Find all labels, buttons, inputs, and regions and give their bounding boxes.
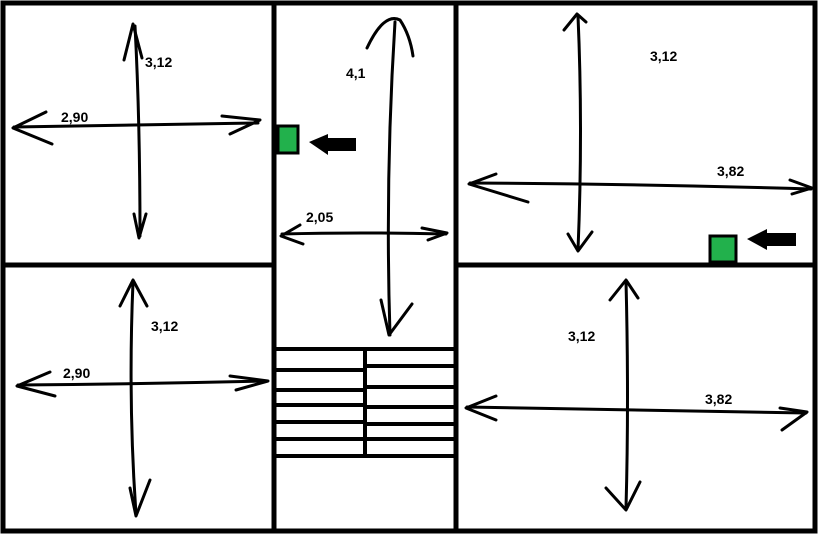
arrow-vertical xyxy=(133,24,142,238)
arrow-horizontal xyxy=(16,379,268,387)
width-label: 2,90 xyxy=(63,365,90,381)
arrow-vertical xyxy=(624,279,629,510)
arrow-vertical xyxy=(386,20,397,337)
width-label: 2,90 xyxy=(61,109,88,125)
door-marker-icon xyxy=(708,234,738,264)
arrow-horizontal xyxy=(12,121,260,129)
width-label: 2,05 xyxy=(306,209,333,225)
arrowhead-up xyxy=(365,17,415,58)
width-label: 3,82 xyxy=(717,163,744,179)
height-label: 3,12 xyxy=(568,328,595,344)
pointer-arrow-icon xyxy=(747,229,796,250)
room-top-right: 3,12 3,82 xyxy=(467,12,814,264)
arrowhead-down xyxy=(132,212,148,240)
arrowhead-down xyxy=(379,298,414,337)
arrow-vertical xyxy=(129,280,138,516)
height-label: 3,12 xyxy=(650,48,677,64)
arrowhead-right xyxy=(220,114,262,136)
arrowhead-left xyxy=(15,370,57,398)
height-label: 4,1 xyxy=(346,65,366,81)
height-label: 3,12 xyxy=(151,318,178,334)
arrowhead-right xyxy=(778,406,809,432)
room-bottom-left: 3,12 2,90 xyxy=(15,278,270,518)
arrowhead-left xyxy=(464,394,498,422)
stairs-icon xyxy=(274,347,458,458)
arrowhead-down xyxy=(566,230,594,253)
arrowhead-up xyxy=(118,278,149,308)
height-label: 3,12 xyxy=(145,54,172,70)
arrowhead-down xyxy=(604,480,642,512)
arrowhead-down xyxy=(128,478,152,518)
pointer-arrow-icon xyxy=(309,134,356,155)
arrowhead-right xyxy=(228,374,270,392)
arrow-vertical xyxy=(576,14,582,252)
arrow-horizontal xyxy=(465,405,808,415)
arrowhead-up xyxy=(562,12,588,32)
arrowhead-up xyxy=(122,22,144,62)
arrow-horizontal xyxy=(280,231,448,236)
room-top-left: 3,12 2,90 xyxy=(11,22,262,240)
corridor: 4,1 2,05 xyxy=(274,17,458,458)
room-bottom-right: 3,12 3,82 xyxy=(464,278,809,512)
arrowhead-left xyxy=(11,110,54,146)
arrowhead-left xyxy=(467,172,530,204)
arrowhead-left xyxy=(279,223,305,246)
width-label: 3,82 xyxy=(705,391,732,407)
arrowhead-up xyxy=(608,278,640,302)
arrow-horizontal xyxy=(468,181,813,191)
door-marker-icon xyxy=(276,124,300,155)
arrowhead-right xyxy=(420,226,449,242)
arrowhead-right xyxy=(788,178,814,196)
